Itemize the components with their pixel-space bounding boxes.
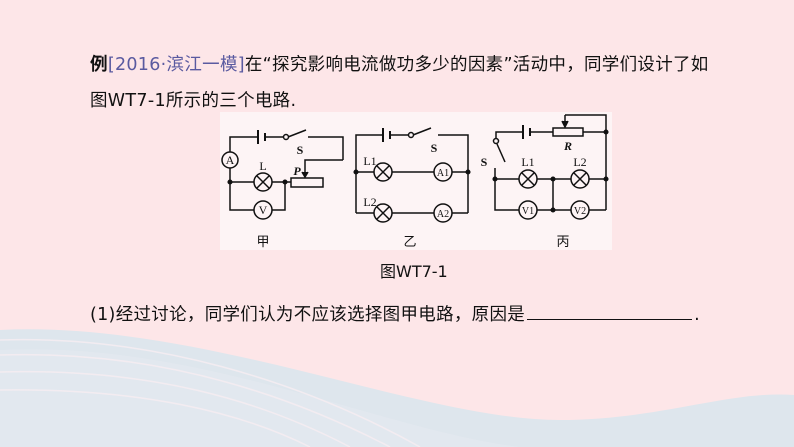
label-rheostat: R	[563, 139, 572, 153]
label-ammeter: A	[226, 153, 235, 167]
label-circuit-jia: 甲	[256, 234, 269, 249]
question-text: (1)经过讨论，同学们认为不应该选择图甲电路，原因是	[90, 305, 526, 325]
example-prefix: 例	[90, 55, 108, 75]
label-voltmeter2: V2	[574, 206, 586, 217]
problem-text: 在“探究影响电流做功多少的因素”活动中，同学们设计了如	[244, 55, 709, 75]
label-switch: S	[297, 143, 304, 157]
circuit-figure: A L S P V 甲 S L1 L2 A1 A2 乙 S R L1 L2 V1…	[220, 112, 612, 250]
figure-caption: 图WT7-1	[380, 262, 448, 281]
label-circuit-bing: 丙	[556, 234, 569, 249]
label-circuit-yi: 乙	[403, 234, 416, 249]
label-switch: S	[481, 155, 488, 169]
circuit-jia	[221, 129, 344, 220]
answer-blank[interactable]	[527, 303, 693, 320]
label-ammeter1: A1	[437, 168, 449, 179]
label-slider: P	[293, 164, 301, 178]
label-voltmeter: V	[259, 203, 268, 217]
label-lamp: L	[259, 159, 266, 173]
label-lamp2: L2	[363, 195, 376, 209]
problem-source: [2016·滨江一模]	[107, 55, 245, 75]
circuit-bing	[492, 114, 609, 220]
label-ammeter2: A2	[437, 209, 449, 220]
label-voltmeter1: V1	[522, 206, 534, 217]
problem-line-1: 例[2016·滨江一模]在“探究影响电流做功多少的因素”活动中，同学们设计了如	[90, 51, 709, 76]
label-lamp1: L1	[521, 155, 534, 169]
label-switch: S	[431, 141, 438, 155]
label-lamp1: L1	[363, 154, 376, 168]
problem-line-2: 图WT7-1所示的三个电路.	[90, 91, 297, 111]
question-1: (1)经过讨论，同学们认为不应该选择图甲电路，原因是.	[90, 301, 700, 326]
question-end: .	[694, 305, 700, 325]
label-lamp2: L2	[573, 155, 586, 169]
circuit-yi	[353, 127, 471, 223]
